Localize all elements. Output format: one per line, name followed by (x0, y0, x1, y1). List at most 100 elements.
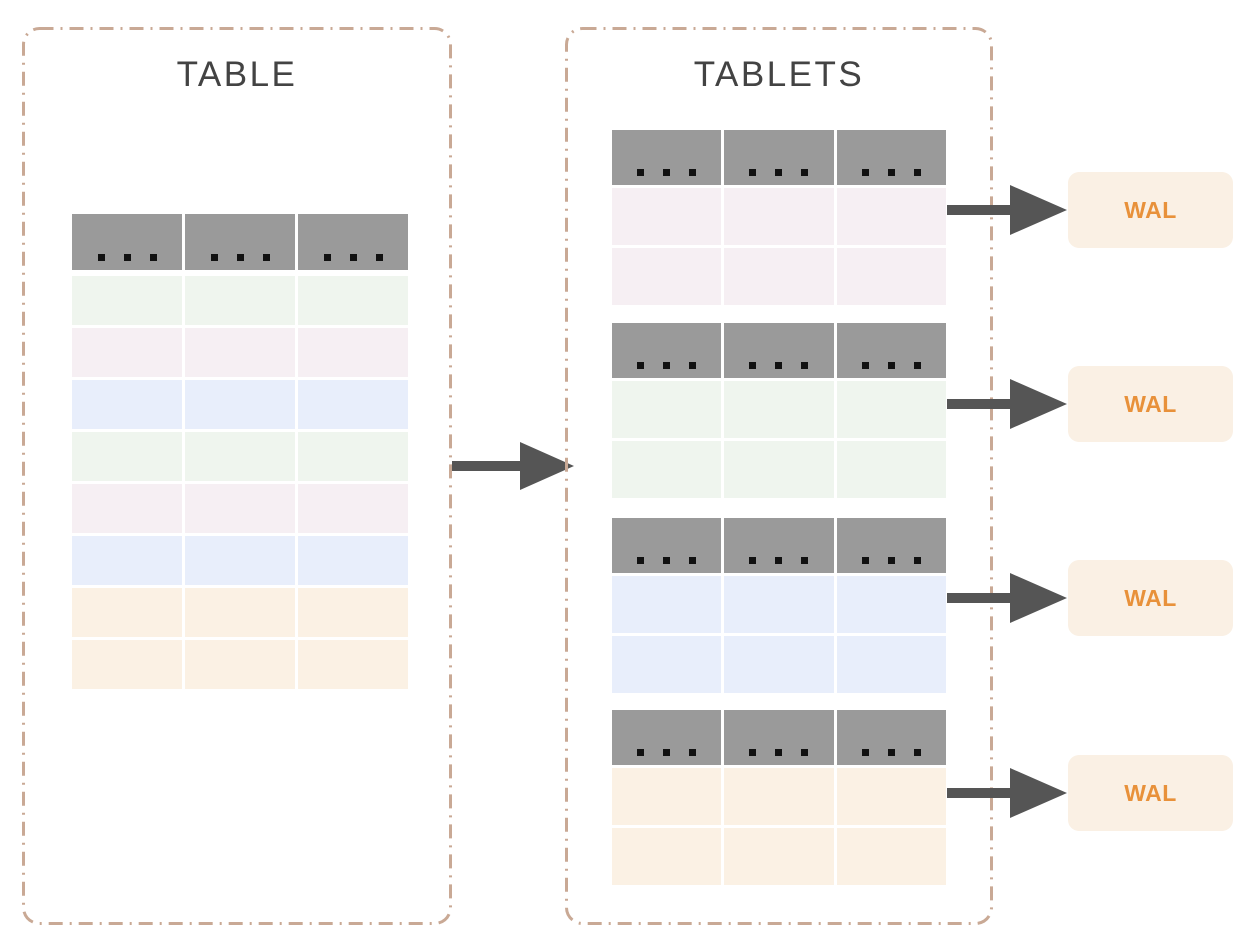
tablet-table-1 (612, 130, 946, 305)
table-to-tablets-arrow (452, 440, 577, 492)
table-row (72, 432, 408, 481)
tablet-4-to-wal-arrow (947, 766, 1069, 820)
tablet-header-cell (724, 518, 834, 573)
tablet-2-to-wal-arrow (947, 377, 1069, 431)
wal-label: WAL (1124, 779, 1177, 806)
tablet-1-to-wal-arrow (947, 183, 1069, 237)
table-cell (72, 640, 182, 689)
arrow-right-icon (452, 442, 574, 490)
table-cell (185, 536, 295, 585)
table-cell (72, 276, 182, 325)
table-cell (298, 276, 408, 325)
table-panel-title: TABLE (176, 55, 298, 94)
table-cell (185, 640, 295, 689)
table-cell (72, 484, 182, 533)
tablet-cell (724, 828, 834, 885)
tablet-cell (836, 768, 946, 825)
tablet-cell (724, 188, 834, 245)
tablet-table-3 (612, 518, 946, 693)
table-cell (298, 484, 408, 533)
tablet-cell (836, 441, 946, 498)
tablets-group-container: TABLETS (565, 27, 993, 925)
table-cell (185, 276, 295, 325)
tablet-header-cell (724, 710, 834, 765)
tablet-cell (836, 248, 946, 305)
source-table (72, 214, 408, 689)
tablet-header-cell (612, 518, 722, 573)
table-cell (298, 380, 408, 429)
ellipsis-dots-icon (637, 169, 697, 176)
table-cell (185, 328, 295, 377)
table-row (72, 276, 408, 325)
table-row (72, 380, 408, 429)
ellipsis-dots-icon (861, 169, 921, 176)
tablet-cell (836, 381, 946, 438)
tablet-cell (836, 576, 946, 633)
wal-box-3: WAL (1068, 560, 1233, 636)
table-cell (298, 640, 408, 689)
tablet-row (612, 576, 946, 633)
tablet-row (612, 441, 946, 498)
ellipsis-dots-icon (861, 749, 921, 756)
tablet-header-cell (836, 323, 946, 378)
tablet-cell (724, 576, 834, 633)
table-cell (72, 588, 182, 637)
tablet-cell (612, 441, 722, 498)
tablet-cell (724, 768, 834, 825)
arrow-right-icon (947, 379, 1067, 429)
table-cell (298, 432, 408, 481)
table-cell (298, 536, 408, 585)
tablet-row (612, 381, 946, 438)
ellipsis-dots-icon (749, 749, 809, 756)
tablet-cell (612, 248, 722, 305)
table-cell (72, 432, 182, 481)
tablet-row (612, 768, 946, 825)
ellipsis-dots-icon (861, 557, 921, 564)
table-header-cell (298, 214, 408, 270)
table-cell (185, 432, 295, 481)
tablet-cell (612, 636, 722, 693)
tablet-3-to-wal-arrow (947, 571, 1069, 625)
tablet-header-cell (836, 130, 946, 185)
table-group-container: TABLE (22, 27, 452, 925)
table-header-row (72, 214, 408, 270)
tablet-header-cell (612, 130, 722, 185)
ellipsis-dots-icon (637, 749, 697, 756)
wal-label: WAL (1124, 196, 1177, 223)
tablet-header-cell (836, 710, 946, 765)
ellipsis-dots-icon (861, 362, 921, 369)
tablet-header-row (612, 130, 946, 185)
wal-label: WAL (1124, 584, 1177, 611)
ellipsis-dots-icon (637, 557, 697, 564)
tablet-header-row (612, 323, 946, 378)
wal-box-2: WAL (1068, 366, 1233, 442)
ellipsis-dots-icon (749, 169, 809, 176)
tablet-cell (724, 636, 834, 693)
table-cell (185, 588, 295, 637)
table-group-border (22, 27, 452, 925)
tablet-cell (612, 188, 722, 245)
table-row (72, 484, 408, 533)
tablet-header-cell (724, 323, 834, 378)
tablet-header-row (612, 518, 946, 573)
table-cell (298, 588, 408, 637)
tablets-panel-title: TABLETS (693, 55, 865, 94)
table-row (72, 536, 408, 585)
table-cell (185, 380, 295, 429)
tablet-cell (612, 828, 722, 885)
tablet-cell (836, 188, 946, 245)
ellipsis-dots-icon (749, 557, 809, 564)
arrow-right-icon (947, 185, 1067, 235)
table-cell (185, 484, 295, 533)
wal-label: WAL (1124, 390, 1177, 417)
ellipsis-dots-icon (323, 254, 383, 261)
tablet-header-cell (836, 518, 946, 573)
table-cell (298, 328, 408, 377)
tablet-row (612, 636, 946, 693)
table-row (72, 588, 408, 637)
tablet-table-4 (612, 710, 946, 885)
table-body (72, 276, 408, 689)
tablet-cell (612, 768, 722, 825)
tablet-row (612, 188, 946, 245)
